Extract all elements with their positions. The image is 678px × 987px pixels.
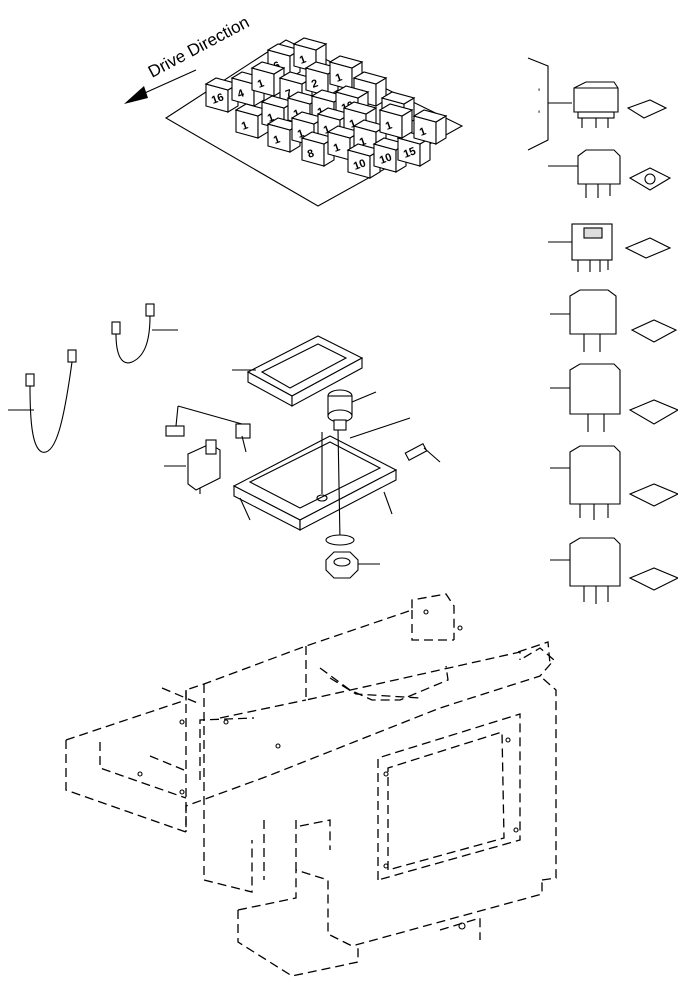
relay-position-number: 16 [210,91,226,106]
relay-part-6 [550,445,678,520]
wire-harness-2 [111,303,178,364]
relay-position-number: 1 [358,135,368,148]
fuse-box [232,417,411,546]
relay-position-number: 8 [306,147,316,160]
bolt-part-2 [165,405,251,453]
drive-direction-label: Drive Direction [145,12,252,81]
nut-part [325,551,380,579]
relay-block: 1 [378,103,414,139]
relay-position-number: 4 [236,87,247,101]
bracket-tick-1: ' [538,87,540,99]
relay-block: 1 [250,61,286,97]
switch-part [327,389,377,431]
relay-block: 1 [412,109,448,145]
relay-position-number: 1 [384,119,394,132]
machine-frame-outline [65,593,557,977]
relay-position-number: 1 [348,117,358,130]
relay-panel-plate [164,39,464,207]
relay-position-number: 1 [272,133,282,146]
relay-bracket [527,57,572,151]
relay-position-number: 1 [322,123,332,136]
relay-position-number: 10 [352,157,368,172]
bolt-part-1 [404,443,441,463]
relay-block: 1 [266,117,302,153]
relay-part-3 [548,223,672,272]
relay-part-4 [550,289,678,352]
relay-position-number: 1 [418,125,428,138]
drive-direction-arrow [124,69,197,104]
relay-position-number: 1 [332,141,342,154]
relay-blocks-group: 61164172111111101111181110101511 [204,37,448,179]
relay-position-number: 1 [334,71,344,84]
relay-position-number: 1 [292,107,302,120]
wire-harness-1 [8,349,77,453]
relay-position-number: 15 [402,145,418,160]
connector-part [164,439,221,494]
relay-position-number: 10 [378,151,394,166]
bracket-tick-2: ' [538,109,540,121]
relay-position-number: 1 [296,127,306,140]
relay-position-number: 2 [310,77,320,90]
relay-position-number: 1 [266,111,276,124]
relay-part-7 [550,537,678,604]
relay-position-number: 1 [240,119,250,132]
relay-part-1 [573,81,668,128]
relay-position-number: 7 [284,87,294,100]
relay-part-5 [550,363,678,432]
relay-position-number: 1 [256,77,266,90]
box-cover [232,335,364,407]
relay-part-2 [548,149,672,198]
relay-position-number: 1 [298,53,308,66]
